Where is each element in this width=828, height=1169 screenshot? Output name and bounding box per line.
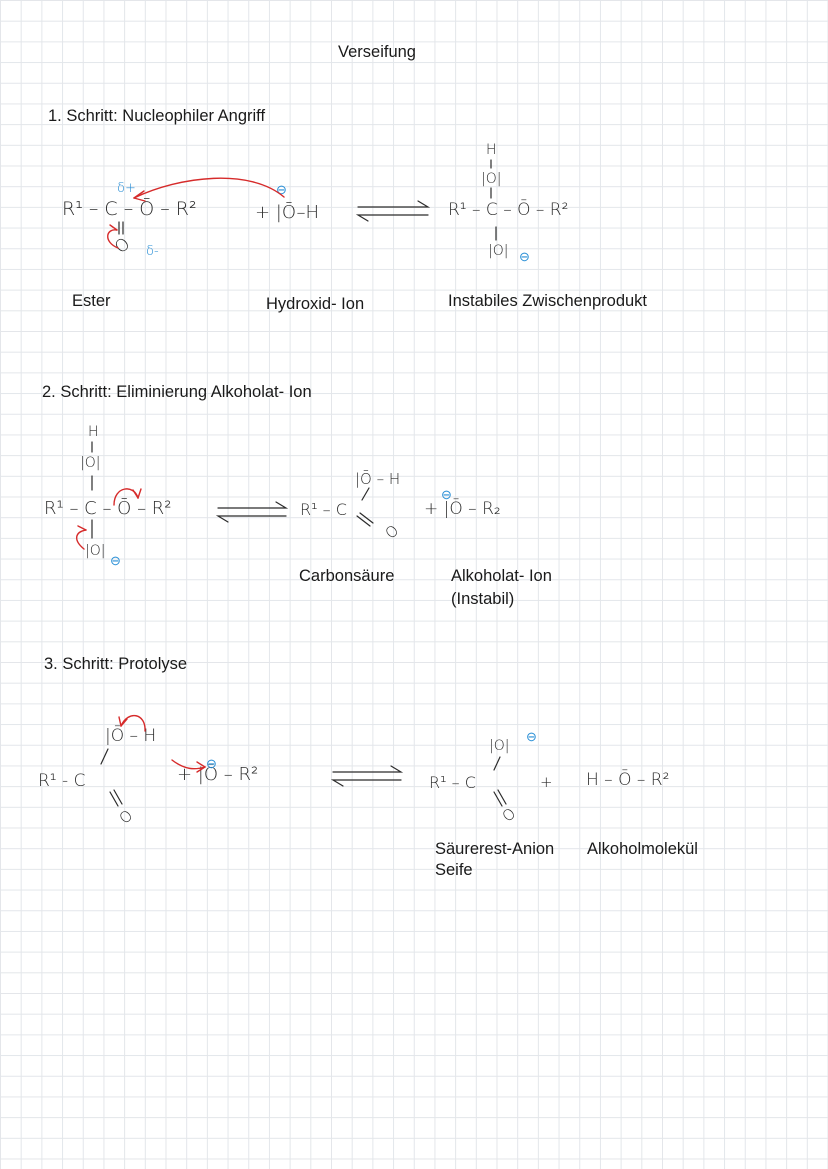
bond-lines — [91, 159, 507, 807]
s3-alcohol-formula: H – Ō – R² — [586, 770, 670, 790]
s3-anion-charge: ⊖ — [526, 730, 537, 745]
s2-o-bottom: |O| — [85, 543, 106, 559]
step1-heading: 1. Schritt: Nucleophiler Angriff — [48, 107, 266, 125]
s1-ester-formula: R¹ – C – Ō – R² — [62, 198, 197, 220]
s1-delta-plus: δ+ — [117, 181, 136, 196]
label-ester: Ester — [72, 292, 111, 310]
s3-plus: + — [540, 773, 553, 791]
label-unstable-intermediate: Instabiles Zwischenprodukt — [448, 292, 648, 310]
step2-heading: 2. Schritt: Eliminierung Alkoholat- Ion — [42, 383, 312, 401]
label-alcohol-molecule: Alkoholmolekül — [587, 840, 698, 858]
equilibrium-arrow-step1 — [355, 200, 431, 222]
s3-attack-charge: ⊖ — [206, 757, 217, 772]
s2-acid-main: R¹ – C — [300, 500, 347, 519]
equilibrium-arrow-step2 — [215, 501, 289, 523]
step3-heading: 3. Schritt: Protolyse — [44, 655, 188, 673]
s2-alkoxide-charge: ⊖ — [441, 488, 452, 503]
s1-intermediate-o-top: |O| — [481, 171, 502, 187]
s2-o-bottom-charge: ⊖ — [110, 554, 121, 569]
s3-anion-o: |O| — [489, 738, 510, 754]
s2-main-formula: R¹ – C – Ō – R² — [44, 498, 172, 519]
equilibrium-arrow-step3 — [330, 765, 404, 787]
page-title: Verseifung — [338, 43, 416, 61]
label-acid-anion: Säurerest-Anion — [435, 840, 555, 858]
s1-intermediate-h: H — [486, 142, 497, 158]
s1-intermediate-charge: ⊖ — [519, 250, 530, 265]
s1-intermediate-o-bottom: |O| — [488, 243, 509, 259]
electron-arrows — [76, 177, 285, 773]
s2-o-top: |O| — [80, 455, 101, 471]
s2-acid-oh: |Ō – H — [355, 470, 401, 488]
s3-main: R¹ - C — [38, 771, 86, 791]
s3-oh: |Ō – H — [105, 726, 157, 746]
s1-hydroxide-charge: ⊖ — [276, 183, 287, 198]
s1-intermediate-formula: R¹ – C – Ō – R² — [448, 200, 569, 220]
label-carboxylic-acid: Carbonsäure — [299, 567, 395, 585]
label-alkoxide-unstable: (Instabil) — [451, 590, 515, 608]
label-soap: Seife — [435, 861, 473, 879]
s1-delta-minus: δ- — [146, 244, 159, 259]
label-alkoxide-ion: Alkoholat- Ion — [451, 567, 552, 585]
s2-alkoxide-formula: + |Ō – R₂ — [424, 499, 501, 519]
s1-hydroxide-formula: + |Ō–H — [255, 202, 320, 223]
s2-h: H — [88, 424, 99, 440]
s3-anion-main: R¹ – C — [429, 773, 476, 792]
label-hydroxide-ion: Hydroxid- Ion — [266, 295, 365, 313]
